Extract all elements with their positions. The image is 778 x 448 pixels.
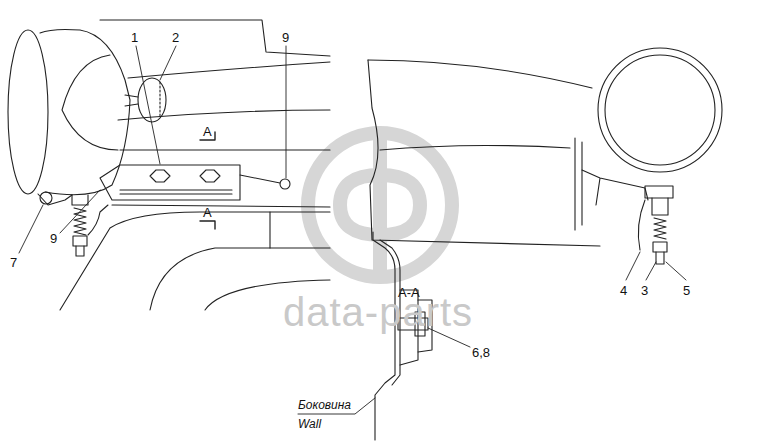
section-mark: [200, 132, 215, 229]
section-letter: A: [203, 206, 212, 219]
cab-panel: [60, 20, 330, 310]
leader-line: [19, 46, 686, 414]
adjuster-knob: [138, 78, 166, 122]
watermark-logo: [308, 133, 452, 277]
callout-number: 9: [50, 232, 57, 245]
section-letter: A: [203, 125, 212, 138]
callout-number: 5: [683, 284, 690, 297]
section-view: [373, 232, 432, 440]
part-name: Боковина: [298, 399, 351, 411]
part-name: Wall: [298, 418, 321, 430]
watermark: data-parts: [283, 292, 473, 332]
callout-number: 6,8: [472, 346, 490, 359]
headlamp-side: [8, 29, 166, 256]
cab-panel: [368, 60, 600, 246]
headlamp-front: [582, 48, 722, 264]
bracket: [100, 165, 290, 200]
callout-number: 9: [282, 31, 289, 44]
callout-number: 4: [620, 284, 627, 297]
callout-number: 2: [172, 31, 179, 44]
callout-number: 1: [131, 31, 138, 44]
callout-number: 3: [641, 284, 648, 297]
callout-number: 7: [10, 256, 17, 269]
